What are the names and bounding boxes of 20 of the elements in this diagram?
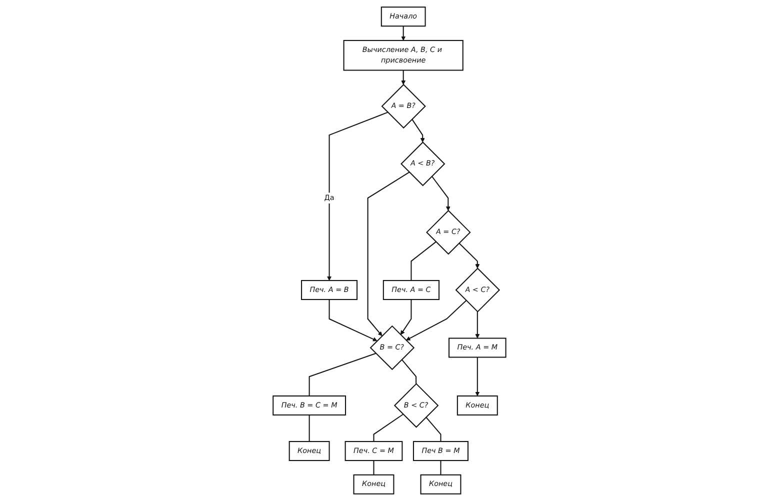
arrow (326, 112, 388, 281)
arrow (458, 242, 480, 269)
arrow (366, 172, 410, 336)
connector (308, 414, 310, 442)
arrow (328, 300, 377, 342)
connector (425, 416, 441, 442)
connector (400, 359, 416, 384)
arrow (474, 357, 480, 396)
connector (440, 460, 441, 475)
arrow (400, 300, 412, 335)
arrow (400, 70, 406, 85)
arrow (405, 300, 466, 340)
connector (410, 241, 436, 281)
connector (372, 460, 374, 475)
arrow (474, 312, 480, 338)
arrow (411, 118, 424, 142)
arrow (400, 26, 406, 41)
connector (308, 352, 376, 396)
connector (372, 414, 403, 442)
arrow (430, 176, 450, 211)
